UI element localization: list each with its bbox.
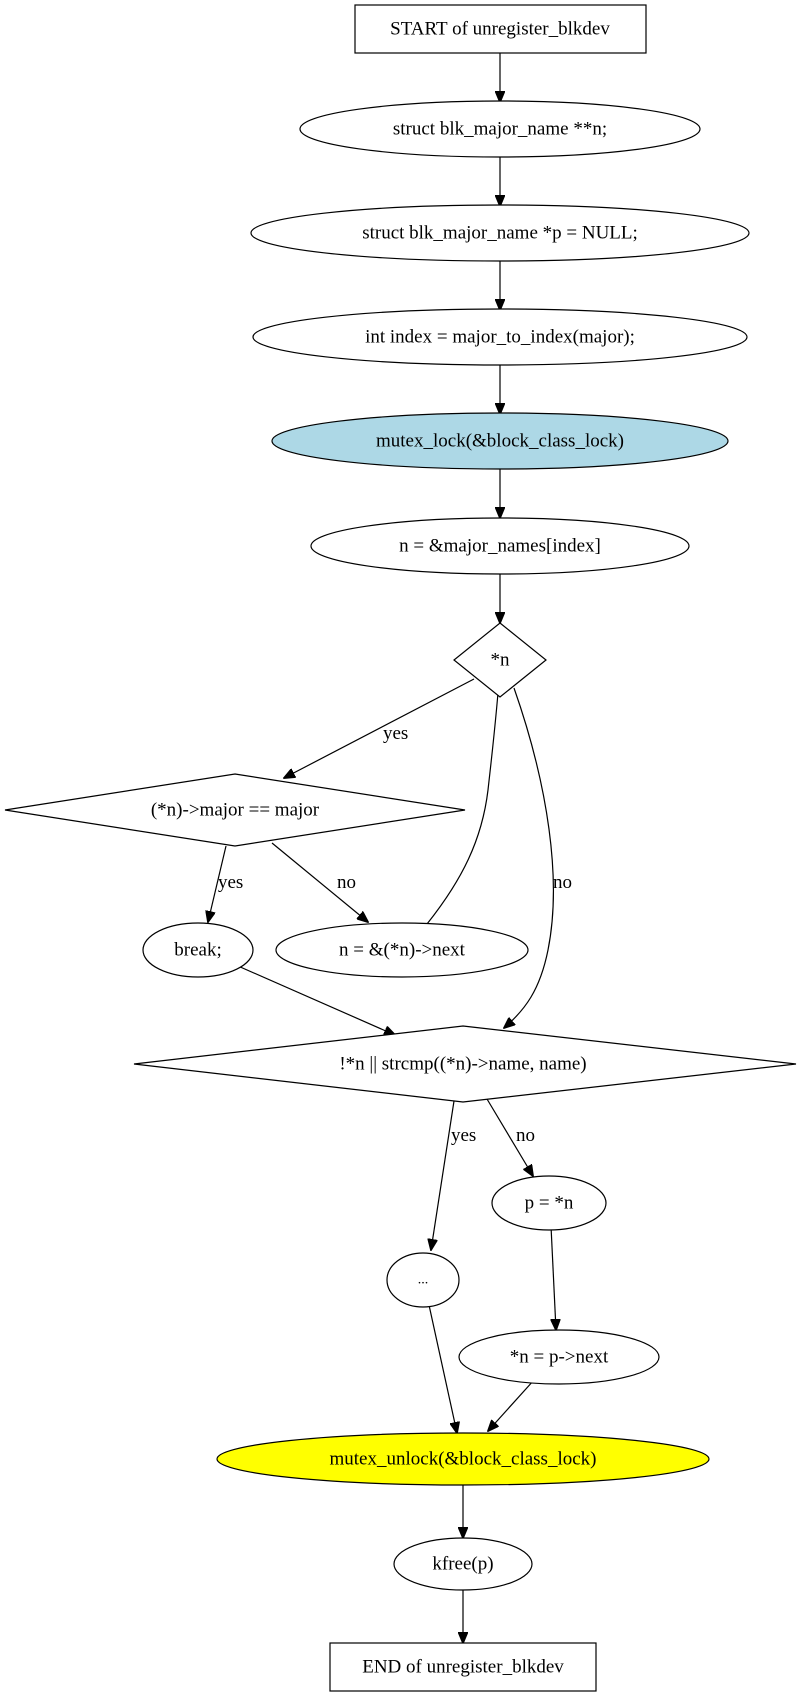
node-cond-name: !*n || strcmp((*n)->name, name) xyxy=(133,1025,797,1103)
edge-ellipsis-to-unlock xyxy=(428,1304,457,1433)
edge-cond-major-yes xyxy=(208,845,227,922)
node-decl-index: int index = major_to_index(major); xyxy=(252,308,748,366)
node-start: START of unregister_blkdev xyxy=(354,4,647,54)
node-cond-name-label: !*n || strcmp((*n)->name, name) xyxy=(339,1054,586,1075)
node-start-label: START of unregister_blkdev xyxy=(390,19,610,40)
node-decl-p: struct blk_major_name *p = NULL; xyxy=(250,204,750,262)
node-assign-n: n = &major_names[index] xyxy=(310,517,690,575)
node-decl-n-label: struct blk_major_name **n; xyxy=(393,119,607,140)
node-assign-p: p = *n xyxy=(491,1175,607,1231)
node-cond-major: (*n)->major == major xyxy=(4,773,466,847)
node-cond-major-label: (*n)->major == major xyxy=(151,800,320,821)
node-cond-n: *n xyxy=(453,622,547,698)
node-next-n-label: n = &(*n)->next xyxy=(339,940,466,961)
edge-break-to-cond-name xyxy=(237,965,395,1035)
edge-cond-name-yes xyxy=(431,1100,455,1250)
edge-next-n-back-to-cond-n xyxy=(426,667,500,925)
node-mutex-lock-label: mutex_lock(&block_class_lock) xyxy=(376,431,624,452)
node-mutex-unlock: mutex_unlock(&block_class_lock) xyxy=(216,1432,710,1486)
node-next-n: n = &(*n)->next xyxy=(275,922,529,978)
edge-label-cond-name-yes: yes xyxy=(451,1125,476,1146)
edge-assign-next-to-unlock xyxy=(488,1379,535,1431)
node-assign-p-label: p = *n xyxy=(525,1193,574,1214)
edge-cond-name-no xyxy=(486,1098,533,1176)
node-assign-n-label: n = &major_names[index] xyxy=(399,536,601,557)
edge-label-cond-major-no: no xyxy=(337,872,356,893)
edge-label-cond-name-no: no xyxy=(516,1125,535,1146)
node-break-label: break; xyxy=(174,940,221,961)
node-assign-next-label: *n = p->next xyxy=(510,1347,609,1368)
node-decl-p-label: struct blk_major_name *p = NULL; xyxy=(362,223,638,244)
node-end-label: END of unregister_blkdev xyxy=(362,1657,564,1678)
node-kfree: kfree(p) xyxy=(393,1537,533,1591)
edge-cond-n-no xyxy=(504,687,554,1028)
node-decl-index-label: int index = major_to_index(major); xyxy=(365,327,635,348)
node-cond-n-label: *n xyxy=(491,650,511,671)
node-ellipsis-label: ... xyxy=(418,1273,429,1288)
edge-labels: yes no yes no yes no xyxy=(218,723,572,1146)
edge-label-cond-major-yes: yes xyxy=(218,872,243,893)
node-ellipsis: ... xyxy=(386,1252,460,1308)
node-assign-next: *n = p->next xyxy=(458,1329,660,1385)
node-mutex-unlock-label: mutex_unlock(&block_class_lock) xyxy=(330,1449,597,1470)
node-break: break; xyxy=(142,922,254,978)
edge-assign-p-to-assign-next xyxy=(550,1225,556,1330)
edge-cond-major-no xyxy=(271,842,368,922)
edges xyxy=(208,53,556,1643)
node-end: END of unregister_blkdev xyxy=(329,1642,597,1692)
edge-label-cond-n-no: no xyxy=(553,872,572,893)
node-mutex-lock: mutex_lock(&block_class_lock) xyxy=(271,412,729,470)
edge-label-cond-n-yes: yes xyxy=(383,723,408,744)
node-kfree-label: kfree(p) xyxy=(432,1554,493,1575)
edge-cond-n-yes xyxy=(284,678,475,778)
node-decl-n: struct blk_major_name **n; xyxy=(299,100,701,158)
